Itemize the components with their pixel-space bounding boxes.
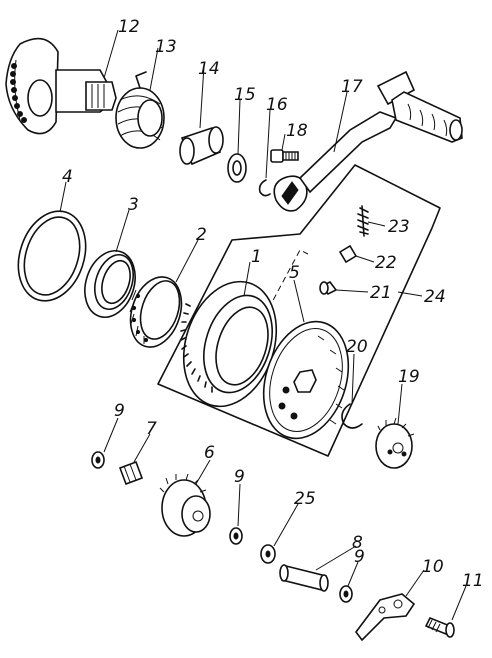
washer-9c [339,585,353,603]
label-part-15: 15 [234,85,256,105]
label-part-10: 10 [422,557,444,577]
label-part-2: 2 [196,225,207,245]
ratchet-plate-5 [262,320,350,440]
label-part-5: 5 [289,263,300,283]
pin-21 [319,280,338,296]
label-part-16: 16 [266,95,288,115]
kick-pedal-17 [273,70,463,212]
washer-15 [227,153,247,183]
label-part-6: 6 [204,443,215,463]
label-part-3: 3 [128,195,139,215]
label-part-18: 18 [286,121,308,141]
label-part-22: 22 [375,253,397,273]
clip-20 [341,403,363,429]
washer-9b [229,527,243,545]
leader-lines [59,29,467,621]
label-part-9c: 9 [354,547,365,567]
sleeve-14 [179,126,224,166]
part-labels: 12 13 14 15 16 17 18 4 3 2 1 5 23 22 21 … [62,17,484,591]
label-part-4: 4 [62,167,73,187]
label-part-19: 19 [398,367,420,387]
screw-11 [424,616,455,638]
bolt-18 [270,149,299,163]
kick-shaft-12 [5,37,117,135]
washer-9a [91,451,105,469]
pin-8 [279,564,329,592]
label-part-23: 23 [388,217,410,237]
label-part-7: 7 [146,419,157,439]
label-part-9b: 9 [234,467,245,487]
gear-19 [375,417,415,469]
label-part-14: 14 [198,59,220,79]
spring-23 [357,205,369,237]
ring-4 [17,210,87,302]
label-part-24: 24 [424,287,446,307]
label-part-8: 8 [352,533,363,553]
label-part-17: 17 [341,77,363,97]
spring-13 [115,71,165,149]
roller-cage-2 [129,276,183,348]
label-part-9a: 9 [114,401,125,421]
drive-gear-6 [159,473,211,537]
label-part-21: 21 [370,283,392,303]
gear-ring-1 [180,280,278,408]
label-part-13: 13 [155,37,177,57]
label-part-11: 11 [462,571,484,591]
ring-3 [84,250,136,318]
label-part-12: 12 [118,17,140,37]
lever-10 [355,593,416,642]
washer-25 [260,544,276,564]
label-part-20: 20 [346,337,368,357]
circlip-16 [258,179,271,197]
label-part-1: 1 [251,247,262,267]
roller-7 [118,460,144,486]
pin-22 [338,244,358,264]
label-part-25: 25 [294,489,316,509]
